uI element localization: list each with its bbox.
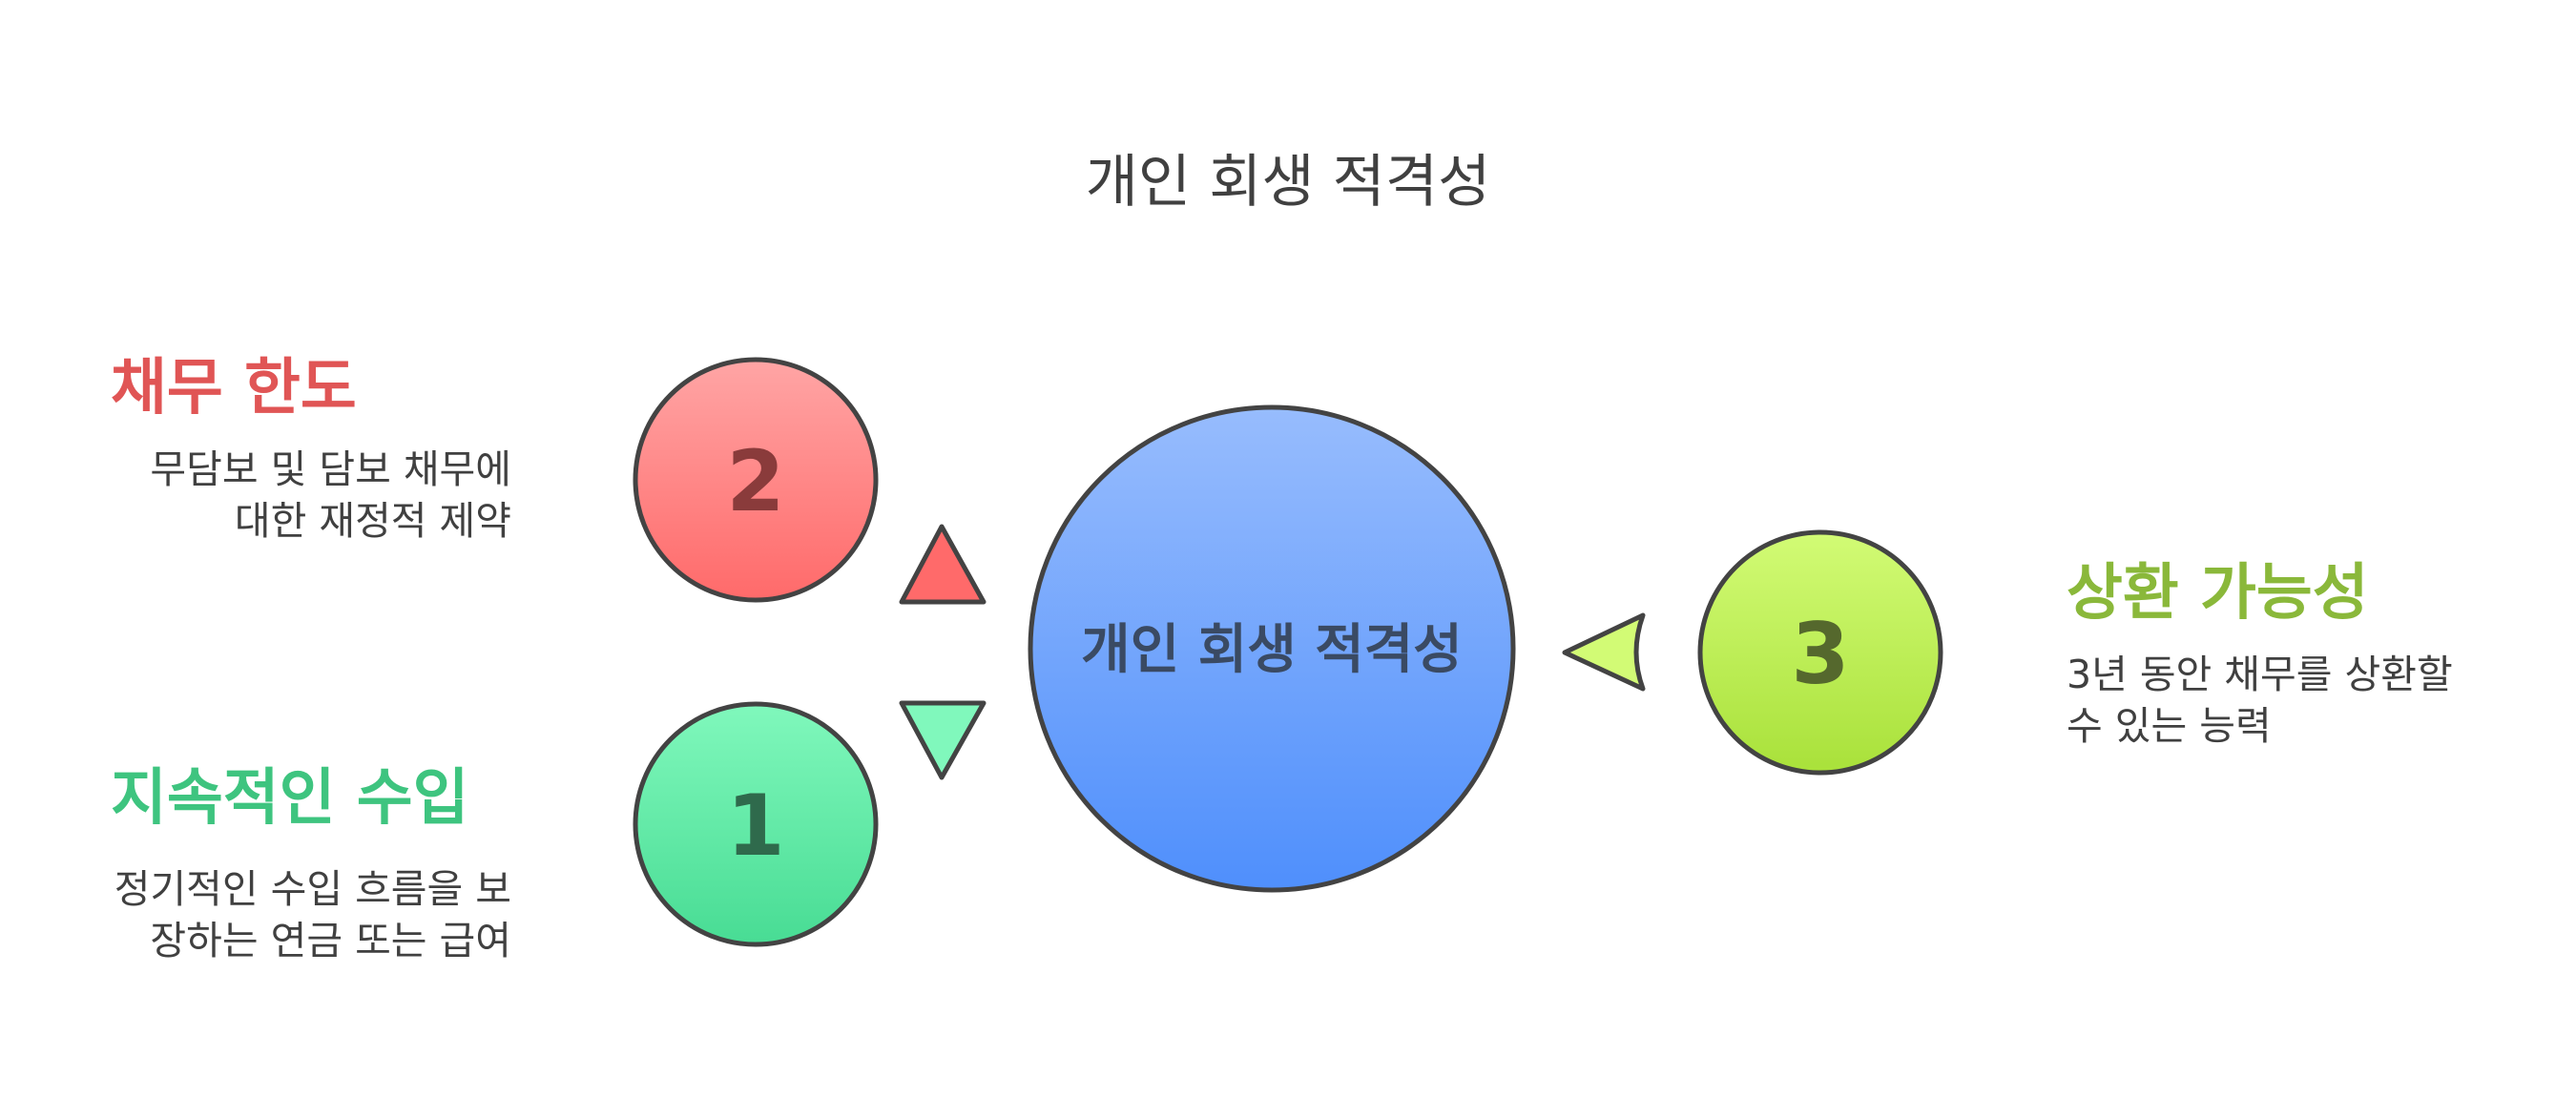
repayment-circle (1697, 529, 1943, 776)
repayment-heading: 상환 가능성 (2067, 558, 2369, 629)
repayment-description: 3년 동안 채무를 상환할 수 있는 능력 (2067, 652, 2453, 749)
income-arrow (899, 700, 987, 780)
diagram-title: 개인 회생 적격성 (1085, 149, 1491, 216)
debt-limit-circle (633, 357, 879, 603)
repayment-arrow (1562, 612, 1646, 692)
income-heading: 지속적인 수입 (111, 763, 469, 834)
debt-limit-description: 무담보 및 담보 채무에 대한 재정적 제약 (150, 446, 511, 544)
income-description: 정기적인 수입 흐름을 보장하는 연금 또는 급여 (114, 866, 511, 963)
center-circle (1028, 404, 1516, 893)
debt-limit-number: 2 (726, 432, 784, 530)
repayment-number: 3 (1791, 605, 1849, 703)
center-label: 개인 회생 적격성 (1081, 619, 1463, 681)
debt-limit-arrow (899, 524, 987, 605)
income-circle (633, 701, 879, 947)
income-number: 1 (726, 777, 784, 875)
debt-limit-heading: 채무 한도 (111, 353, 357, 424)
